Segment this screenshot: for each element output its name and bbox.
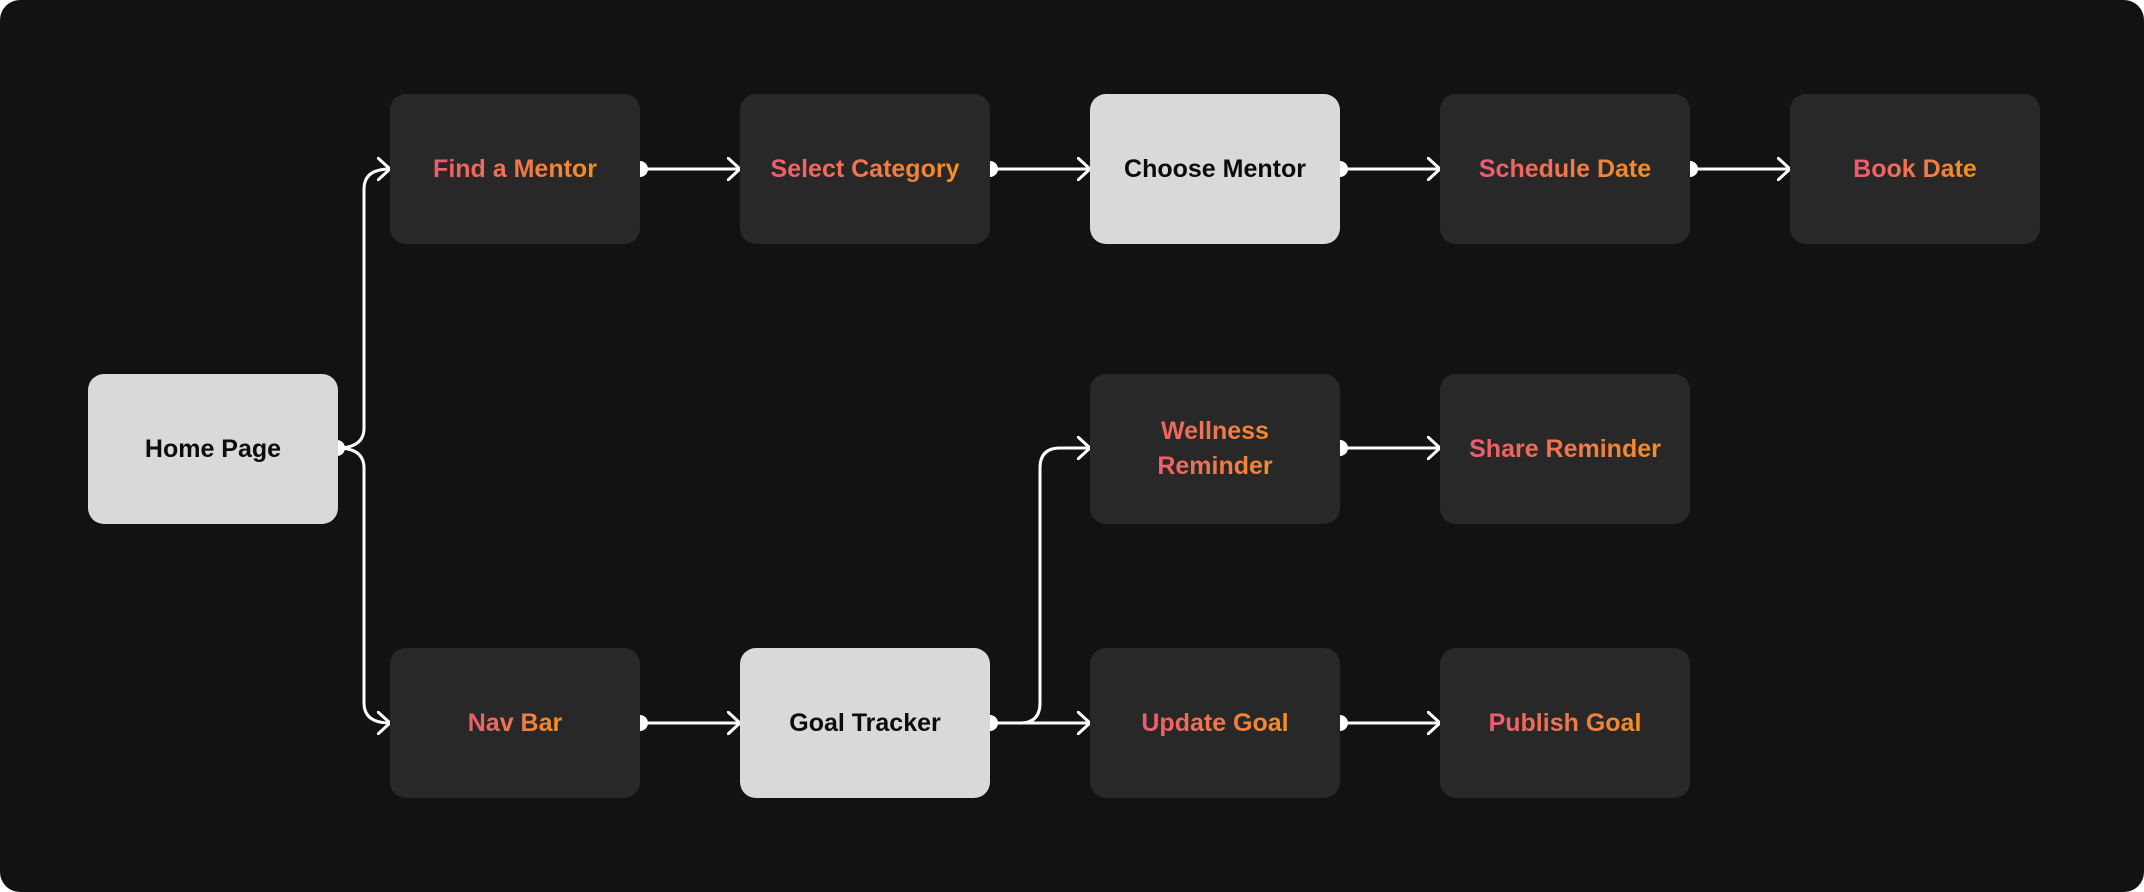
node-label: Publish Goal (1489, 706, 1642, 741)
node-home-page[interactable]: Home Page (88, 374, 338, 524)
edge-home-page-to-nav-bar (336, 446, 390, 723)
node-label: Find a Mentor (433, 152, 597, 187)
node-label: Schedule Date (1479, 152, 1651, 187)
node-label: Goal Tracker (789, 708, 941, 737)
node-label: Choose Mentor (1124, 154, 1306, 183)
node-share-reminder[interactable]: Share Reminder (1440, 374, 1690, 524)
node-label: Wellness Reminder (1145, 414, 1285, 484)
edge-home-page-to-find-mentor (336, 169, 390, 450)
node-schedule-date[interactable]: Schedule Date (1440, 94, 1690, 244)
node-label: Book Date (1853, 152, 1977, 187)
node-label: Select Category (771, 152, 960, 187)
node-label: Nav Bar (468, 706, 563, 741)
node-goal-tracker[interactable]: Goal Tracker (740, 648, 990, 798)
node-label: Update Goal (1141, 706, 1288, 741)
node-wellness-reminder[interactable]: Wellness Reminder (1090, 374, 1340, 524)
node-publish-goal[interactable]: Publish Goal (1440, 648, 1690, 798)
node-update-goal[interactable]: Update Goal (1090, 648, 1340, 798)
node-label: Share Reminder (1469, 432, 1661, 467)
node-find-a-mentor[interactable]: Find a Mentor (390, 94, 640, 244)
node-label: Home Page (144, 434, 282, 463)
node-choose-mentor[interactable]: Choose Mentor (1090, 94, 1340, 244)
node-nav-bar[interactable]: Nav Bar (390, 648, 640, 798)
node-select-category[interactable]: Select Category (740, 94, 990, 244)
edge-goal-tracker-to-wellness-reminder (990, 448, 1090, 725)
node-book-date[interactable]: Book Date (1790, 94, 2040, 244)
